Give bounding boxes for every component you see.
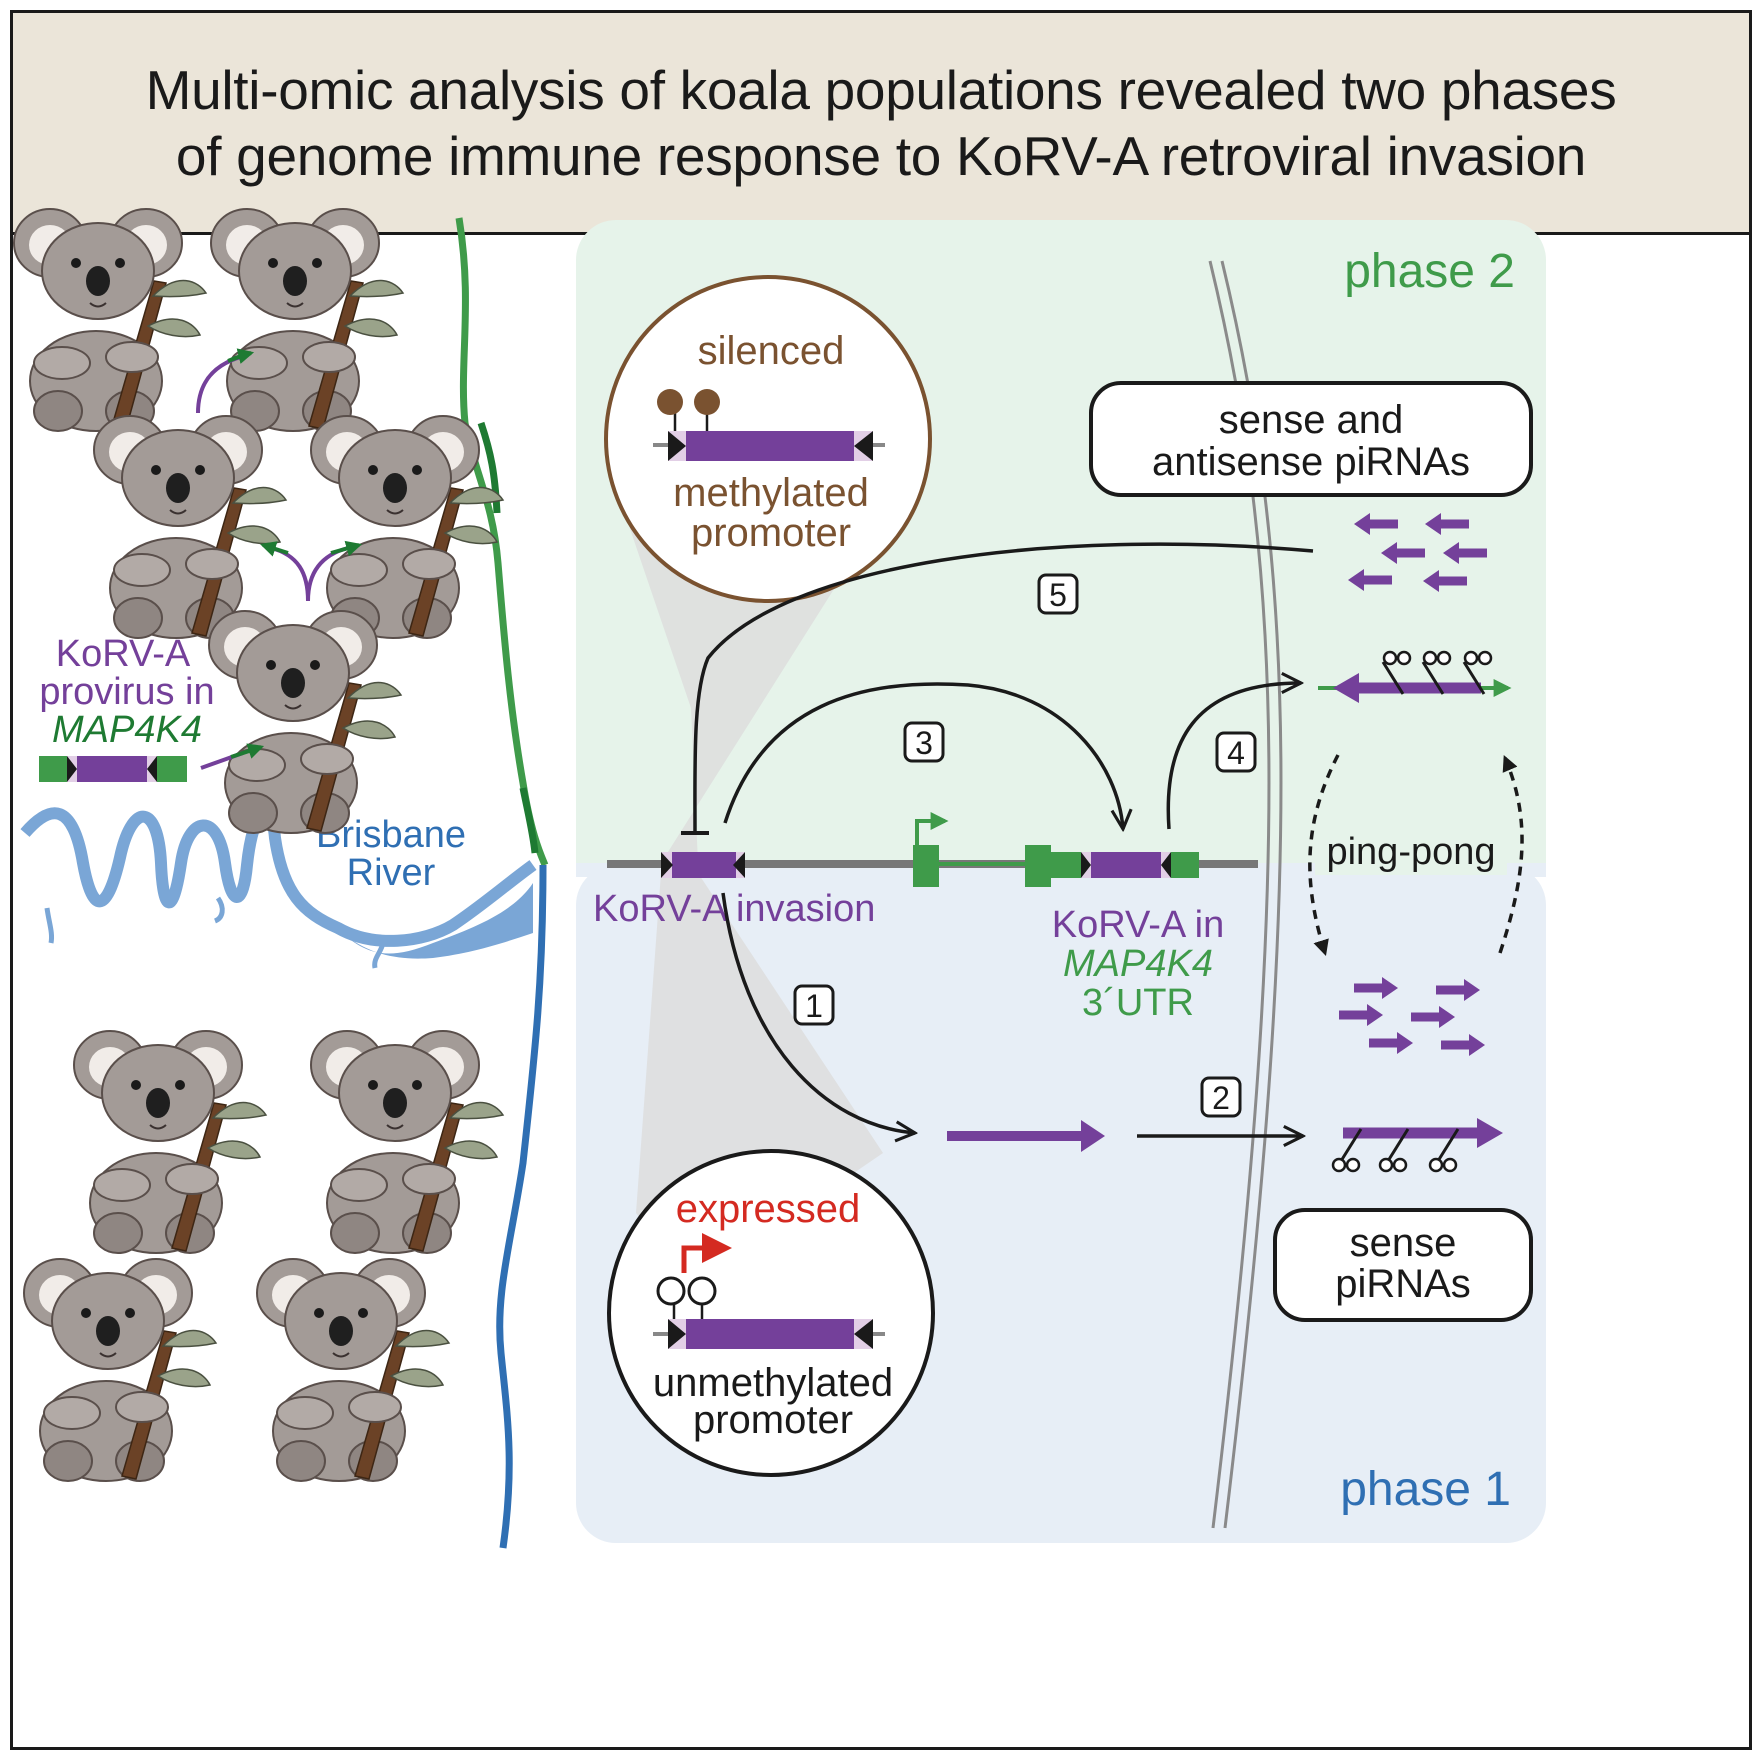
unmethylated-label: unmethylated — [653, 1361, 893, 1405]
diagram-canvas: phase 2 phase 1 silenced methylated prom… — [13, 208, 1546, 1549]
step4-badge: 4 — [1215, 731, 1257, 773]
antisense-cleavage — [1318, 650, 1512, 703]
step1-badge: 1 — [793, 984, 835, 1026]
inheritance-arrow — [270, 546, 310, 602]
genome-locus — [607, 812, 1258, 887]
svg-text:sense: sense — [1350, 1221, 1457, 1265]
methylated-label: methylated — [673, 471, 869, 515]
arrow-step3 — [723, 682, 1123, 829]
koala-icon — [210, 208, 404, 432]
south-population-boundary — [496, 864, 547, 1549]
koala-icon — [310, 415, 504, 639]
svg-text:3: 3 — [915, 725, 933, 761]
koala-icon — [93, 415, 287, 639]
korv-transcript — [947, 1120, 1105, 1152]
invasion-label: KoRV-A invasion — [593, 888, 875, 930]
koala-icon — [23, 1258, 217, 1482]
step5-badge: 5 — [1037, 573, 1079, 615]
title-line-2: of genome immune response to KoRV-A retr… — [175, 124, 1587, 187]
expressed-label: expressed — [676, 1187, 861, 1231]
river-label-2: River — [347, 852, 436, 894]
header: Multi-omic analysis of koala populations… — [13, 13, 1749, 235]
provirus-label-3: MAP4K4 — [52, 709, 202, 751]
provirus-in-map4k4-glyph — [39, 756, 187, 782]
pingpong-arrow-up — [1498, 755, 1524, 954]
step2-badge: 2 — [1200, 1076, 1242, 1118]
provirus-label-2: provirus in — [39, 671, 214, 713]
sense-antisense-pirnas-box: sense and antisense piRNAs — [1089, 381, 1533, 497]
koala-icon — [256, 1258, 450, 1482]
svg-text:1: 1 — [805, 988, 823, 1024]
phase1-label: phase 1 — [1340, 1463, 1511, 1516]
expressed-promoter-inset: expressed unmethylated promoter — [607, 1149, 935, 1477]
promoter-arrow-icon — [915, 812, 949, 845]
koala-icon — [208, 610, 402, 834]
koala-icon — [13, 208, 207, 432]
unmethylated-promoter-label: promoter — [693, 1398, 853, 1442]
utr-label: 3´UTR — [1082, 982, 1194, 1024]
silenced-label: silenced — [698, 329, 845, 373]
arrow-step5 — [693, 542, 1314, 832]
koala-icon — [73, 1030, 267, 1254]
step3-badge: 3 — [903, 721, 945, 763]
arrow-step1 — [721, 892, 915, 1133]
svg-text:4: 4 — [1227, 735, 1245, 771]
svg-text:2: 2 — [1212, 1080, 1230, 1116]
graphical-abstract: Multi-omic analysis of koala populations… — [10, 10, 1752, 1750]
methylated-promoter-label: promoter — [691, 511, 851, 555]
svg-text:antisense piRNAs: antisense piRNAs — [1152, 440, 1470, 484]
pingpong-arrow-down — [1308, 754, 1340, 957]
arrow-step4 — [1166, 683, 1301, 830]
svg-text:sense and: sense and — [1219, 398, 1404, 442]
silenced-promoter-inset: silenced methylated promoter — [604, 275, 932, 603]
provirus-label-1: KoRV-A — [56, 633, 191, 675]
phase2-label: phase 2 — [1344, 245, 1515, 298]
svg-text:5: 5 — [1049, 577, 1067, 613]
korv-in-label: KoRV-A in — [1052, 904, 1225, 946]
sense-pirnas-box: sense piRNAs — [1273, 1208, 1533, 1322]
map4k4-label: MAP4K4 — [1063, 943, 1213, 985]
promoter-arrow-icon — [681, 1233, 732, 1273]
pingpong-label: ping-pong — [1326, 831, 1495, 873]
title-line-1: Multi-omic analysis of koala populations… — [145, 58, 1617, 121]
svg-text:piRNAs: piRNAs — [1335, 1262, 1471, 1306]
koala-icon — [310, 1030, 504, 1254]
sense-cleavage — [1331, 1118, 1503, 1173]
